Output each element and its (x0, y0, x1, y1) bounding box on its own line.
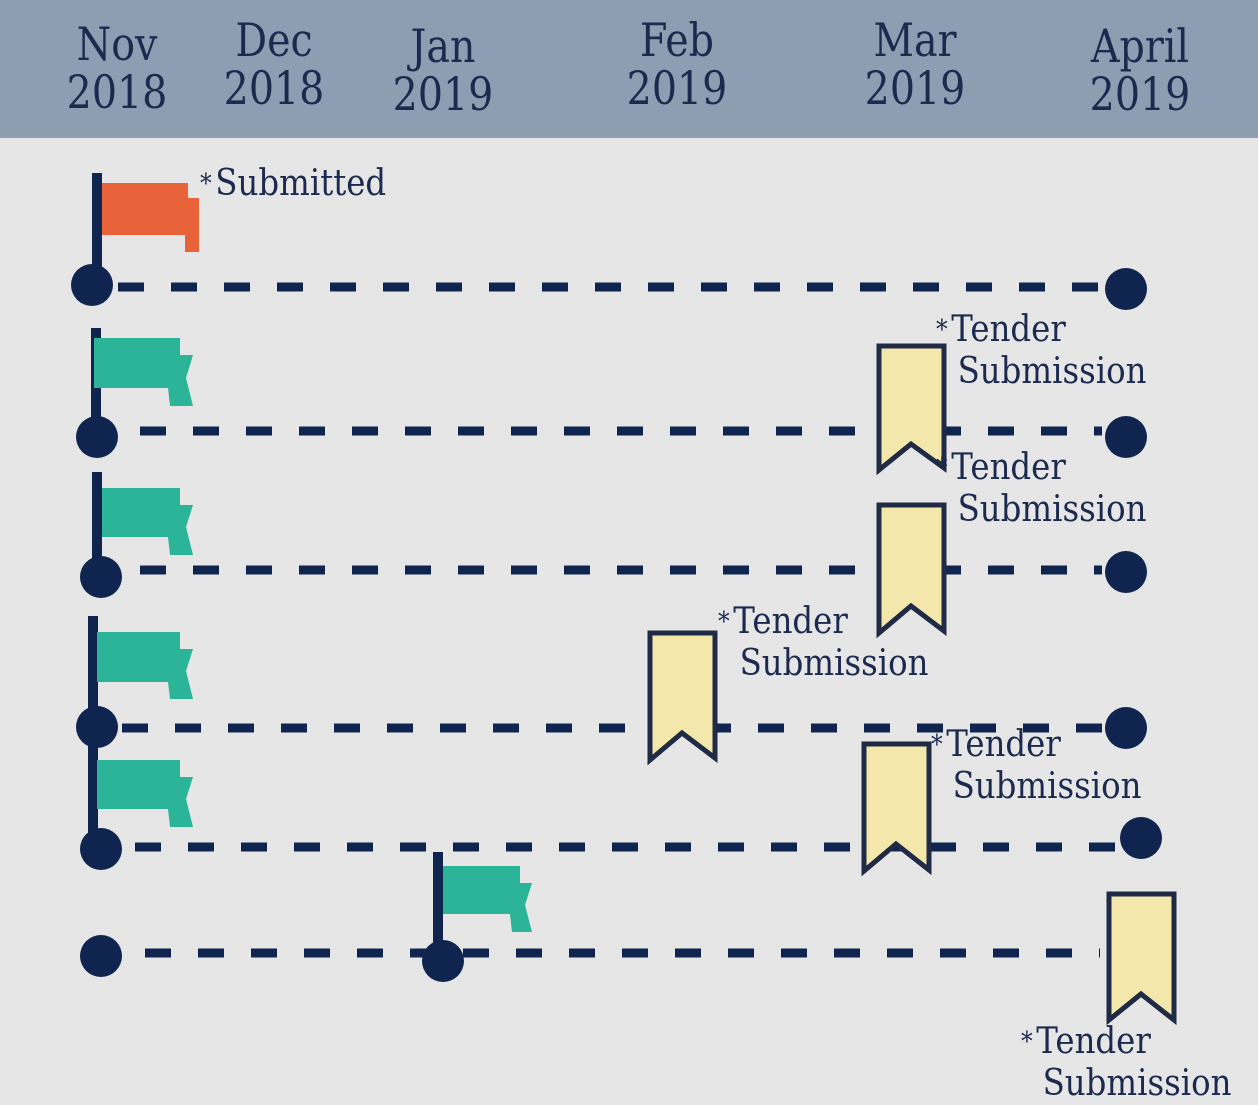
end-dot-5 (1120, 817, 1162, 859)
flag-active-icon-2 (94, 338, 193, 406)
note-tender-submission-5: *Tender Submission (931, 724, 1142, 807)
flag-pole-4 (88, 616, 98, 846)
flag-active-icon-4 (97, 632, 193, 699)
end-dot-3 (1105, 551, 1147, 593)
start-dot-2 (76, 416, 118, 458)
note-tender-submission-4: *Tender Submission (718, 601, 929, 684)
end-dot-1 (1105, 268, 1147, 310)
end-dot-4 (1105, 707, 1147, 749)
end-dot-2 (1105, 416, 1147, 458)
ribbon-marker-icon-2 (876, 343, 947, 476)
start-dot-5 (80, 828, 122, 870)
flag-pole-1 (92, 173, 102, 285)
note-submitted: *Submitted (200, 163, 387, 204)
flag-submitted-icon (102, 183, 199, 252)
note-tender-submission-6: *Tender Submission (1021, 1021, 1232, 1104)
flag-active-icon-6 (443, 866, 532, 932)
start-dot-3 (80, 556, 122, 598)
flag-active-icon-3 (102, 488, 193, 555)
ribbon-marker-icon-6 (1106, 891, 1177, 1026)
note-tender-submission-3: *Tender Submission (936, 447, 1147, 530)
flag-pole-3 (92, 472, 102, 574)
jan-dot-6 (422, 940, 464, 982)
start-dot-6 (80, 935, 122, 977)
flag-active-icon-5 (97, 760, 193, 827)
ribbon-marker-icon-5 (861, 741, 932, 877)
ribbon-marker-icon-3 (876, 502, 947, 639)
ribbon-marker-icon-4 (647, 630, 718, 766)
flag-pole-6 (433, 852, 443, 958)
note-tender-submission-2: *Tender Submission (936, 309, 1147, 392)
